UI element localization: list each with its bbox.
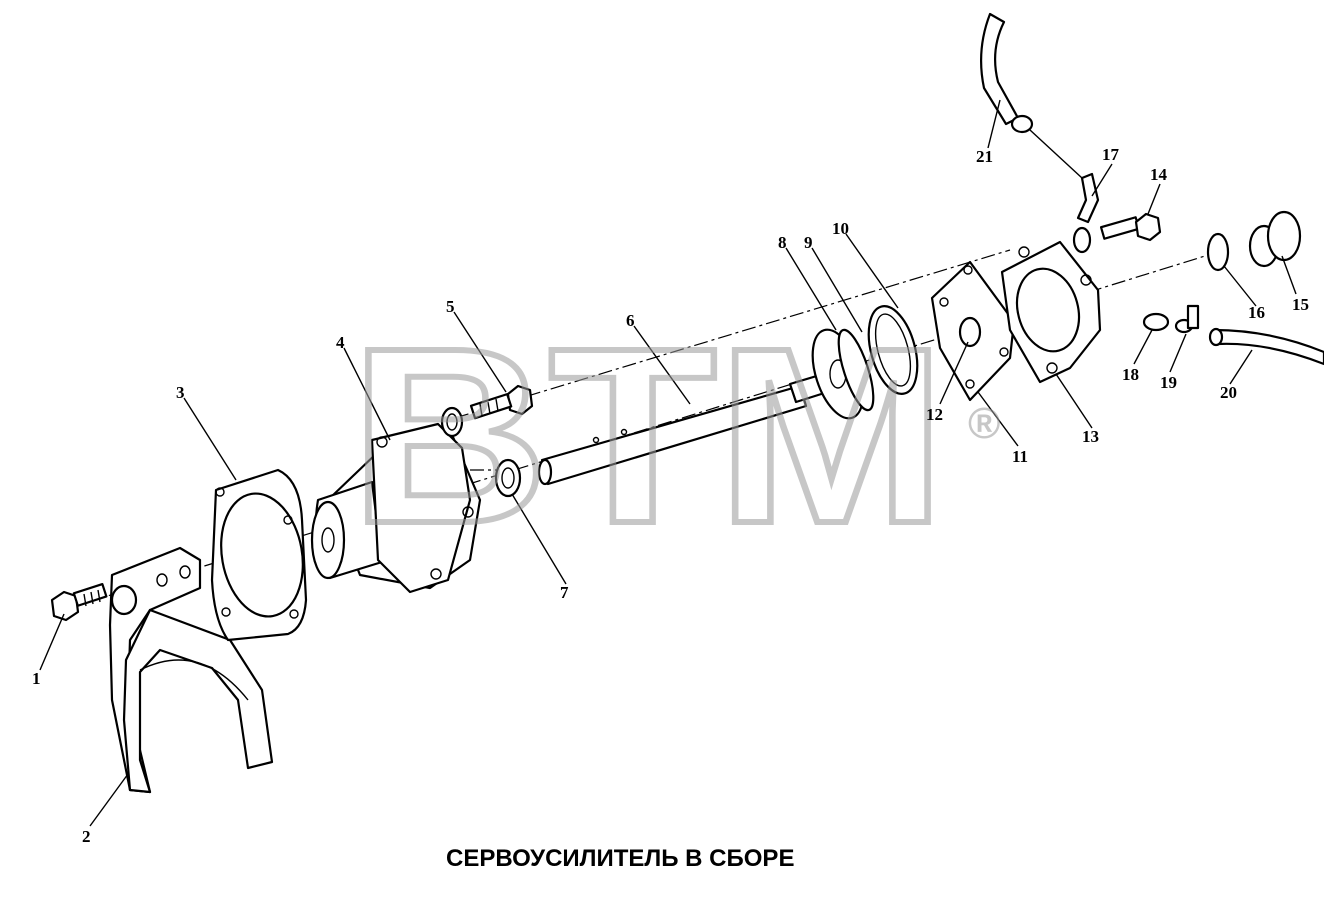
label-part-7: 7 [560, 583, 569, 602]
part-14-bolt [1072, 212, 1162, 254]
part-1-bolt [50, 582, 108, 622]
leader-lines [39, 99, 1297, 827]
label-part-18: 18 [1122, 365, 1139, 384]
label-part-5: 5 [446, 297, 455, 316]
part-21-air-hose [980, 12, 1083, 179]
label-part-21: 21 [976, 147, 993, 166]
part-number-labels: 1 2 3 4 5 6 7 8 9 10 11 12 13 14 15 16 1… [32, 145, 1309, 846]
part-12-nut [958, 316, 982, 348]
btm-watermark: BTM ® [347, 293, 1000, 578]
part-9-piston-seal [837, 328, 875, 412]
label-part-9: 9 [804, 233, 813, 252]
part-13-end-cap [1000, 240, 1102, 384]
part-2-shift-fork [108, 546, 274, 794]
label-part-3: 3 [176, 383, 185, 402]
part-20-hose [1208, 327, 1324, 366]
diagram-caption: СЕРВОУСИЛИТЕЛЬ В СБОРЕ [446, 845, 794, 872]
label-part-4: 4 [336, 333, 345, 352]
label-part-20: 20 [1220, 383, 1237, 402]
label-part-8: 8 [778, 233, 787, 252]
part-4-cylinder-housing [310, 422, 482, 594]
part-7-seal-ring [494, 458, 522, 498]
washer-near-part-5 [440, 406, 464, 438]
part-18-fitting [1142, 312, 1170, 332]
label-part-16: 16 [1248, 303, 1265, 322]
watermark-text: BTM [350, 296, 946, 575]
label-part-6: 6 [626, 311, 635, 330]
part-5-bolt [469, 384, 534, 420]
watermark-registered-mark: ® [968, 399, 1000, 448]
label-part-1: 1 [32, 669, 41, 688]
label-part-17: 17 [1102, 145, 1120, 164]
label-part-15: 15 [1292, 295, 1309, 314]
part-10-o-ring [867, 305, 919, 395]
part-15-plug [1248, 210, 1302, 268]
label-part-10: 10 [832, 219, 849, 238]
label-part-12: 12 [926, 405, 943, 424]
part-17-elbow-fitting [1076, 172, 1100, 224]
label-part-11: 11 [1012, 447, 1028, 466]
label-part-13: 13 [1082, 427, 1099, 446]
part-3-gasket [210, 468, 308, 642]
label-part-2: 2 [82, 827, 91, 846]
label-part-19: 19 [1160, 373, 1177, 392]
part-19-tee-fitting [1174, 304, 1200, 334]
label-part-14: 14 [1150, 165, 1168, 184]
part-16-seal-ring [1206, 232, 1230, 272]
